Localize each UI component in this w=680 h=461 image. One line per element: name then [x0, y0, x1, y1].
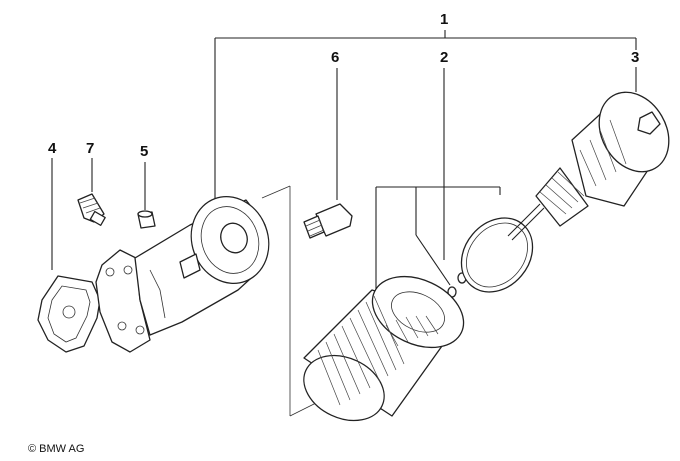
- callout-7: 7: [86, 140, 94, 157]
- copyright-text: © BMW AG: [28, 443, 85, 455]
- callout-4: 4: [48, 140, 57, 157]
- callout-2: 2: [440, 49, 448, 66]
- callout-1: 1: [440, 11, 448, 28]
- callout-5: 5: [140, 143, 148, 160]
- filter-element: [303, 275, 465, 422]
- callout-3: 3: [631, 49, 639, 66]
- sender-part: [303, 203, 353, 239]
- plug-part: [137, 210, 156, 229]
- gasket-part: [37, 275, 101, 353]
- filter-cover: [507, 91, 670, 241]
- callout-6: 6: [331, 49, 339, 66]
- leader-lines: [51, 30, 637, 417]
- sensor-part: [77, 193, 106, 226]
- filter-housing: [95, 196, 270, 353]
